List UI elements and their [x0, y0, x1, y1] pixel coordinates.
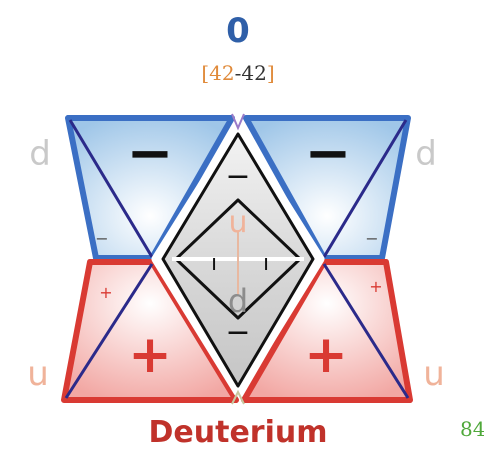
sign-small-top-right: −	[365, 229, 378, 248]
right-quark-bottom: u	[423, 354, 445, 394]
charge-value: 0	[226, 11, 250, 51]
bracket-open: [	[201, 61, 209, 85]
center-quark-top: u	[228, 205, 247, 240]
bottom-right-red-block	[241, 259, 413, 403]
bracket-left-number: 42	[209, 61, 234, 85]
top-right-blue-block	[243, 115, 411, 261]
sign-small-bottom-left: +	[99, 283, 112, 302]
diamond-top-sign: −	[225, 159, 250, 194]
bottom-tip-accent	[231, 389, 245, 405]
right-quark-top: d	[415, 134, 437, 174]
sign-big-top-left: −	[127, 121, 174, 186]
top-tip-accent	[231, 113, 245, 131]
center-quark-bottom: d	[228, 282, 248, 320]
diagram-title: Deuterium	[149, 415, 328, 450]
sign-small-top-left: −	[95, 229, 108, 248]
inner-mark-left: ı	[211, 251, 217, 276]
sign-small-bottom-right: +	[369, 277, 382, 296]
left-quark-top: d	[29, 134, 51, 174]
inner-mark-right: ı	[263, 251, 269, 276]
left-quark-bottom: u	[27, 354, 49, 394]
sign-big-top-right: −	[305, 121, 352, 186]
sign-big-bottom-left: +	[128, 325, 172, 385]
bottom-left-red-block	[61, 259, 239, 403]
diamond-bottom-sign: −	[225, 315, 250, 350]
bracket-dash: -	[235, 61, 242, 85]
nucleon-bracket: [42-42]	[201, 61, 274, 85]
bracket-close: ]	[267, 61, 275, 85]
sign-big-bottom-right: +	[304, 325, 348, 385]
bracket-right-number: 42	[241, 61, 266, 85]
corner-number: 84	[460, 417, 484, 441]
